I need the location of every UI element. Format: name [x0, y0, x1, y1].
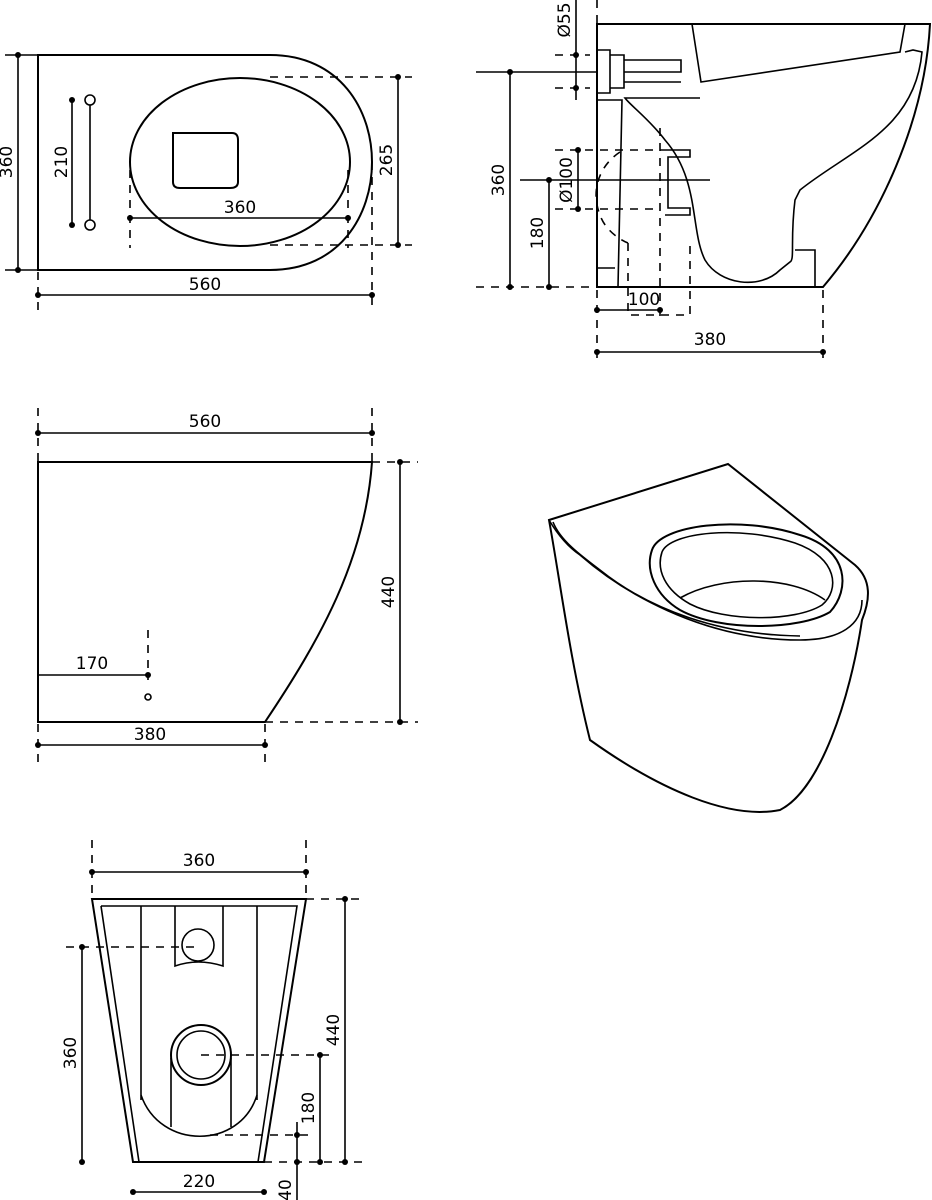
seat-opening: [129, 77, 351, 247]
dim-fixing-spacing: 210: [52, 146, 72, 178]
dim-top-width: 360: [183, 851, 215, 871]
dim-seat-width: 360: [224, 198, 256, 218]
dim-base-length: 380: [134, 725, 166, 745]
inlet-opening: [181, 928, 215, 962]
side-outline: [37, 461, 374, 723]
side-elevation: 560 440 170 380: [35, 408, 418, 762]
dim-height: 440: [379, 576, 399, 608]
dim-outlet-height: 180: [528, 217, 548, 249]
outlet-opening: [176, 1030, 226, 1080]
dim-height: 440: [324, 1014, 344, 1046]
dim-outlet-offset: 100: [628, 290, 660, 310]
fixing-hole: [84, 94, 96, 106]
dim-seat-depth: 265: [377, 144, 397, 176]
isometric-view: [547, 462, 869, 813]
dim-fixing-offset: 170: [76, 654, 108, 674]
back-view: 360 360 440 180 40 220: [61, 840, 365, 1200]
dim-base-offset: 40: [276, 1179, 296, 1200]
section-outline: [596, 23, 932, 288]
top-view-outline: [37, 54, 374, 271]
dim-depth: 360: [0, 146, 17, 178]
dim-inlet-height: 360: [489, 164, 509, 196]
dim-outlet-height: 180: [299, 1092, 319, 1124]
dim-overall-length: 560: [189, 412, 221, 432]
dim-overall-length: 560: [189, 275, 221, 295]
top-view: 210 360 360 265 560: [0, 52, 412, 310]
fixing-hole: [84, 219, 96, 231]
dim-base-width: 220: [183, 1172, 215, 1192]
dim-base-length: 380: [694, 330, 726, 350]
dim-inlet-diameter: Ø55: [555, 2, 575, 37]
dim-inlet-height: 360: [61, 1037, 81, 1069]
side-section: Ø55 360 Ø100 180 100 380: [476, 0, 932, 365]
bowl-outlet-outline: [172, 132, 239, 189]
